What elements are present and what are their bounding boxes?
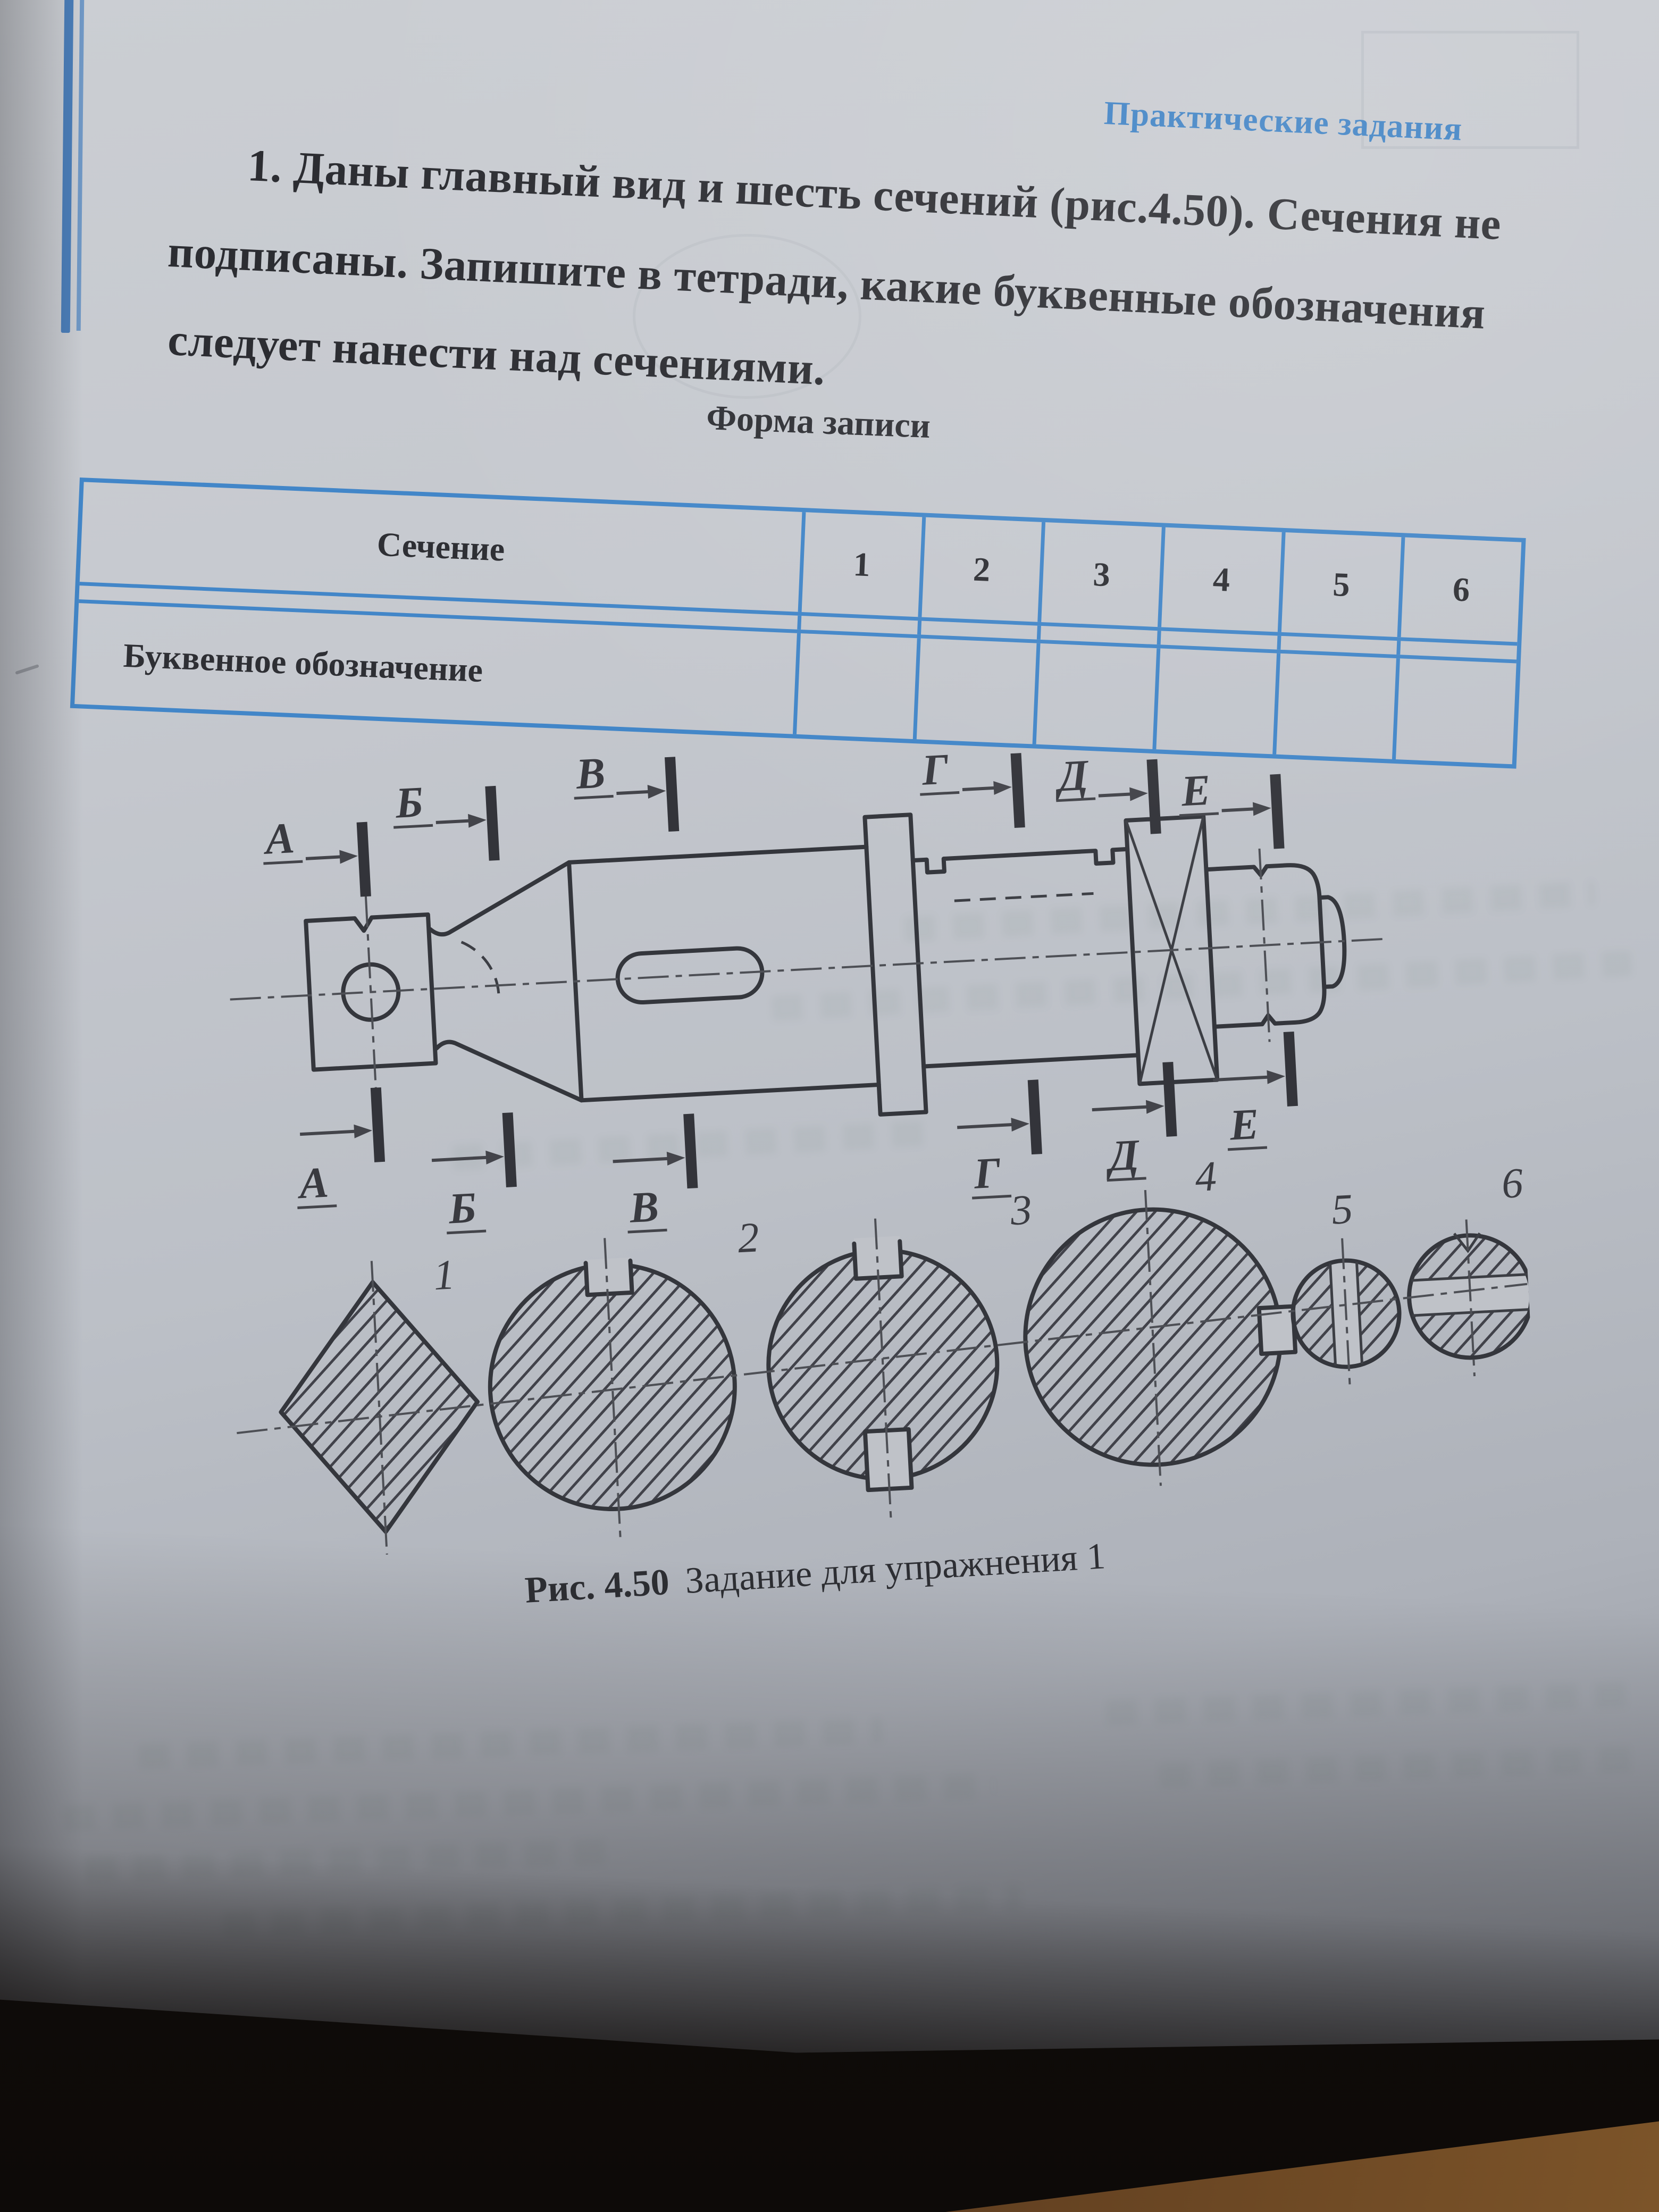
section-6-circle-flat-band: 6 (1407, 1160, 1534, 1377)
table-answer-cell-2 (912, 638, 1037, 744)
section-1-diamond: 1 (279, 1251, 480, 1555)
table-col-6: 6 (1397, 537, 1522, 642)
table-answer-cell-1 (792, 633, 917, 740)
figure-drawing: А Б В Г Д Е А Б (230, 744, 1534, 1555)
section-number: 1 (432, 1251, 456, 1299)
section-number: 6 (1501, 1160, 1524, 1208)
section-mark-top-b: Б (393, 777, 500, 861)
table-col-5: 5 (1277, 532, 1402, 638)
section-letter: Б (447, 1183, 477, 1233)
section-mark-bottom-e: Е (1213, 1031, 1298, 1151)
section-letter: Е (1179, 766, 1211, 816)
figure-caption-number: Рис. 4.50 (524, 1561, 671, 1611)
shaft-second-cylinder (910, 847, 1141, 1069)
section-2-circle-keyway: 2 (488, 1214, 760, 1537)
section-letter: Д (1104, 1130, 1142, 1180)
table-col-4: 4 (1158, 527, 1282, 632)
bleed-through-smudge (1159, 1746, 1638, 1789)
main-view (230, 812, 1388, 1117)
task-text-line-1: 1. Даны главный вид и шесть сечений (рис… (246, 140, 1503, 250)
table-col-3: 3 (1037, 522, 1162, 627)
section-mark-top-d: Д (1053, 751, 1161, 834)
section-letter: В (574, 748, 606, 798)
table-col-2: 2 (918, 517, 1042, 622)
section-mark-bottom-v: В (613, 1113, 698, 1234)
bleed-through-smudge (223, 1884, 1021, 1938)
form-title: Форма записи (706, 398, 932, 446)
section-mark-top-e: Е (1179, 766, 1285, 849)
pencil-tick (15, 664, 39, 675)
section-letter: Б (393, 777, 424, 827)
section-letter: Г (920, 744, 950, 794)
section-letter: Е (1228, 1100, 1260, 1150)
section-mark-top-v: В (574, 748, 680, 832)
section-number: 3 (1009, 1186, 1033, 1234)
section-5-circle-through-hole: 5 (1291, 1186, 1402, 1389)
section-mark-top-a: А (262, 814, 371, 897)
section-number: 5 (1330, 1186, 1354, 1234)
section-mark-bottom-a: А (296, 1087, 386, 1210)
hidden-keyway-line (954, 892, 1094, 902)
section-mark-bottom-g: Г (957, 1079, 1043, 1200)
section-letter: А (262, 814, 296, 864)
table-col-1: 1 (798, 512, 922, 617)
section-letter: Г (972, 1148, 1002, 1198)
section-number: 4 (1194, 1153, 1218, 1201)
bleed-through-smudge (85, 1838, 617, 1883)
margin-rule-thick (61, 0, 74, 333)
bleed-through-smudge (1105, 1681, 1638, 1726)
shaft-big-cylinder (567, 844, 881, 1103)
section-letter: Д (1053, 751, 1091, 801)
bleed-through-smudge (63, 1773, 995, 1831)
bleed-through-smudge (138, 1717, 883, 1770)
section-mark-bottom-b: Б (431, 1112, 517, 1235)
section-mark-top-g: Г (920, 744, 1025, 828)
section-4-circle-side-keyway: 4 (1023, 1153, 1298, 1486)
section-mark-bottom-d: Д (1092, 1061, 1177, 1182)
margin-rule-thin (76, 0, 85, 331)
section-letter: В (628, 1182, 660, 1232)
section-number: 2 (736, 1214, 760, 1262)
section-letter: А (296, 1158, 330, 1208)
